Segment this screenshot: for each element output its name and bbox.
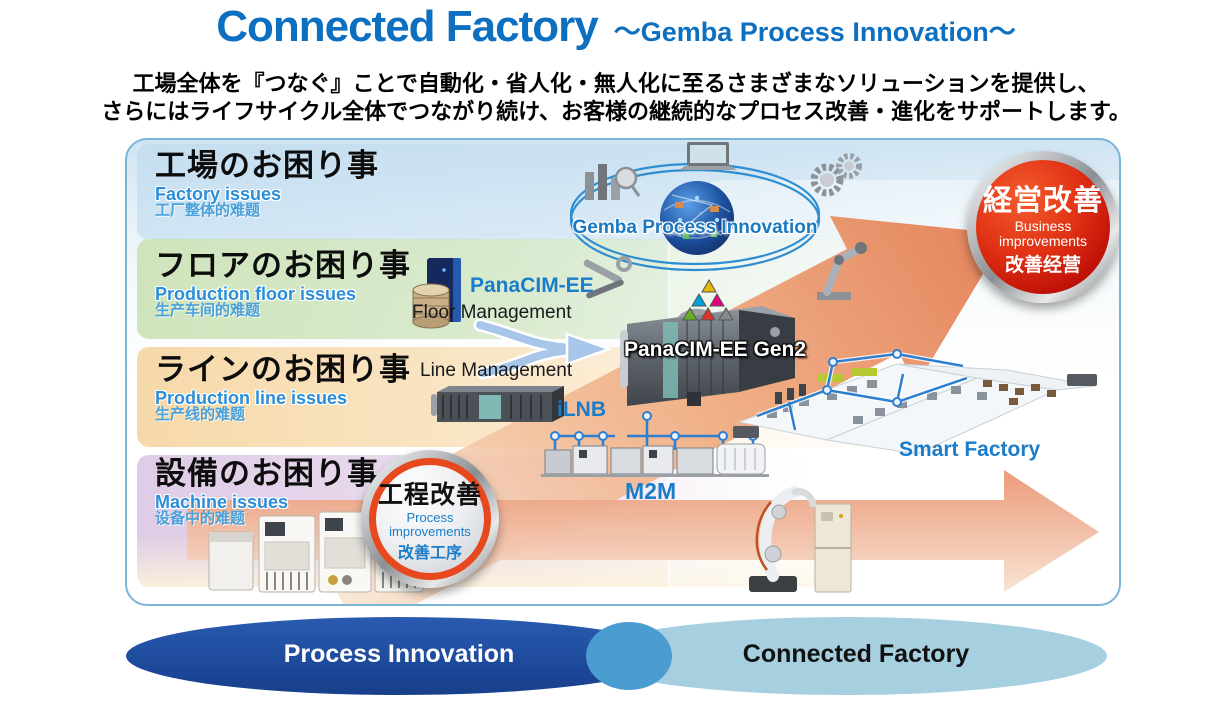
footer: Process Innovation Connected Factory (0, 608, 1232, 708)
process-innovation-label: Process Innovation (283, 640, 515, 668)
page-title: Connected Factory (216, 2, 599, 51)
row-machine-en: Machine issues (155, 491, 289, 512)
smart-factory-label: Smart Factory (899, 438, 1041, 461)
process-badge-en2: improvements (389, 523, 471, 539)
analytics-icon (585, 164, 641, 200)
row-factory-cn: 工厂整体的难题 (155, 202, 261, 220)
process-badge-cn: 改善工序 (397, 545, 462, 563)
tools-icon (583, 256, 632, 299)
description-line-2: さらにはライフサイクル全体でつながり続け、お客様の継続的なプロセス改善・進化をサ… (101, 99, 1131, 124)
business-badge-cn: 改善经营 (1004, 255, 1081, 277)
ellipse-overlap-lens (586, 622, 672, 690)
process-innovation-ellipse (126, 617, 672, 695)
ilnb-label: iLNB (557, 398, 606, 421)
row-machine-cn: 设备中的难题 (155, 510, 246, 528)
panacim-gen2-server (620, 279, 795, 406)
diagram-panel: 工場のお困り事 Factory issues 工厂整体的难题 フロアのお困り事 … (125, 138, 1121, 606)
panacim-gen2-label: PanaCIM-EE Gen2 (624, 338, 807, 361)
row-factory-en: Factory issues (155, 183, 282, 204)
smart-factory-map (733, 349, 1097, 455)
row-floor-issues: フロアのお困り事 Production floor issues 生产车间的难题 (155, 248, 411, 320)
page-subtitle: ～Gemba Process Innovation～ (613, 17, 1016, 47)
database-icon (412, 283, 450, 329)
row-floor-cn: 生产车间的难题 (155, 302, 261, 320)
badge-silver-core: 工程改善 Process improvements 改善工序 (376, 465, 484, 573)
m2m-label: M2M (625, 478, 677, 504)
row-line-jp: ラインのお困り事 (155, 352, 411, 387)
connected-factory-ellipse (585, 617, 1107, 695)
m2m-line (541, 411, 769, 477)
row-factory-jp: 工場のお困り事 (155, 148, 379, 183)
panacim-label: PanaCIM-EE (470, 274, 594, 297)
floor-management-server (412, 258, 461, 329)
business-badge-en1: Business (1014, 217, 1072, 234)
business-badge-jp: 経営改善 (982, 184, 1103, 217)
row-floor-en: Production floor issues (155, 283, 357, 304)
business-badge-en2: improvements (999, 232, 1087, 249)
welding-robot (749, 486, 852, 593)
business-improvements-badge: 経営改善 Business improvements 改善经营 (967, 151, 1119, 303)
row-floor-jp: フロアのお困り事 (155, 248, 411, 283)
row-machine-issues: 設備のお困り事 Machine issues 设备中的难题 (155, 456, 379, 528)
robot-arm-icon (817, 242, 867, 300)
badge-red-core: 経営改善 Business improvements 改善经营 (976, 160, 1110, 294)
row-line-cn: 生产线的难题 (155, 406, 246, 424)
title-line: Connected Factory ～Gemba Process Innovati… (0, 2, 1232, 52)
gen2-logo-icon (682, 279, 734, 321)
gears-icon (810, 153, 862, 197)
network-globe-icon (660, 181, 734, 255)
row-machine-jp: 設備のお困り事 (155, 456, 379, 491)
merge-arrow (473, 318, 613, 380)
row-line-issues: ラインのお困り事 Production line issues 生产线的难题 (155, 352, 411, 424)
description-line-1: 工場全体を『つなぐ』ことで自動化・省人化・無人化に至るさまざまなソリューションを… (132, 71, 1100, 96)
process-improvements-badge: 工程改善 Process improvements 改善工序 (361, 450, 499, 588)
laptop-icon (679, 142, 737, 170)
ilnb-server (431, 386, 564, 422)
connected-factory-label: Connected Factory (742, 640, 970, 668)
process-badge-jp: 工程改善 (377, 480, 482, 509)
line-management-label: Line Management (420, 360, 573, 381)
row-line-en: Production line issues (155, 387, 348, 408)
gemba-label: Gemba Process Innovation (572, 217, 818, 238)
row-factory-issues: 工場のお困り事 Factory issues 工厂整体的难题 (155, 148, 379, 220)
floor-management-label: Floor Management (412, 302, 572, 323)
process-badge-en1: Process (406, 509, 454, 525)
